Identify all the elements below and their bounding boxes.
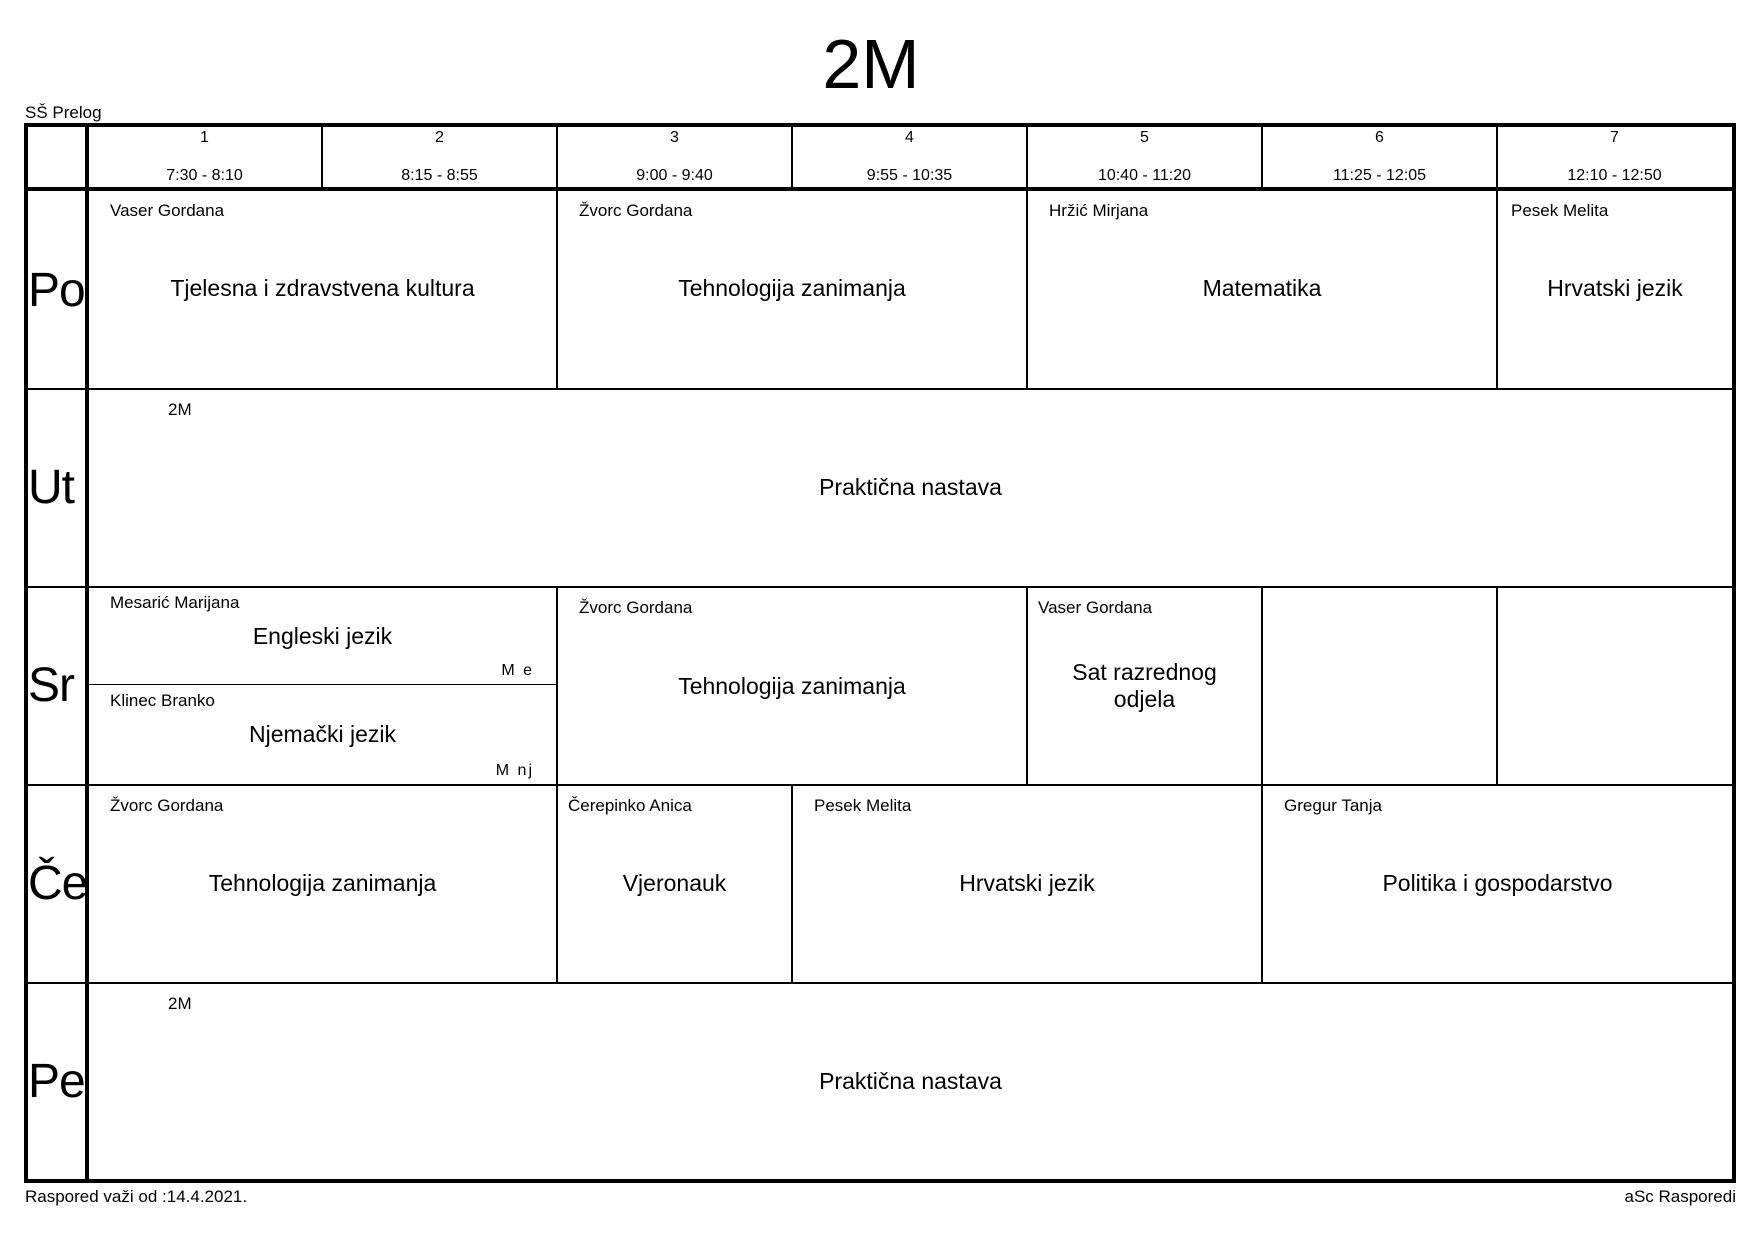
subject-name: Njemački jezik [249,721,396,747]
teacher-name: Žvorc Gordana [579,201,693,220]
grid-line [1496,587,1498,785]
subject-name: Vjeronauk [622,870,727,896]
period-number: 1 [200,129,209,146]
teacher-name: Pesek Melita [1511,201,1609,220]
day-label-ut: Ut [28,461,75,514]
grid-line [1026,189,1028,389]
period-time: 9:55 - 10:35 [866,167,953,184]
period-time: 7:30 - 8:10 [166,167,243,184]
grid-line [1496,123,1498,189]
teacher-name: Vaser Gordana [110,201,225,220]
lesson-cell: Pesek Melita Hrvatski jezik [1498,191,1732,388]
subject-name: Praktična nastava [819,474,1002,500]
teacher-name: Hržić Mirjana [1049,201,1149,220]
lesson-cell: Hržić Mirjana Matematika [1028,191,1496,388]
grid-line [556,785,558,983]
timetable-grid [24,123,1736,1183]
grid-line [24,586,1736,588]
lesson-cell: Žvorc Gordana Tehnologija zanimanja [558,588,1026,784]
teacher-name: Mesarić Marijana [110,593,240,612]
period-header-1: 1 7:30 - 8:10 [87,127,322,187]
lesson-cell: Pesek Melita Hrvatski jezik [793,786,1261,982]
valid-from-note: Raspored važi od :14.4.2021. [25,1187,248,1206]
period-number: 7 [1610,129,1619,146]
grid-line [24,187,1736,191]
period-header-6: 6 11:25 - 12:05 [1262,127,1497,187]
period-header-2: 2 8:15 - 8:55 [322,127,557,187]
lesson-cell: 2M Praktična nastava [89,390,1732,586]
subject-name: Matematika [1202,275,1322,301]
period-time: 8:15 - 8:55 [401,167,478,184]
grid-line [791,785,793,983]
subject-name: Tehnologija zanimanja [678,673,906,699]
grid-line [24,784,1736,786]
period-number: 2 [435,129,444,146]
subject-name: Sat razrednog [1072,659,1217,685]
timetable-title: 2M [822,25,920,103]
grid-line [1261,123,1263,189]
teacher-name: Žvorc Gordana [579,598,693,617]
school-name: SŠ Prelog [25,103,102,122]
subject-name: Hrvatski jezik [959,870,1095,896]
grid-line [24,388,1736,390]
grid-line [556,123,558,189]
period-number: 5 [1140,129,1149,146]
lesson-cell: Vaser Gordana Tjelesna i zdravstvena kul… [89,191,556,388]
subject-name: Praktična nastava [819,1068,1002,1094]
room-label: M e [501,662,534,679]
lesson-cell: Vaser Gordana Sat razrednog odjela [1028,588,1261,784]
grid-line [1026,123,1028,189]
lesson-cell: Čerepinko Anica Vjeronauk [558,786,791,982]
class-label: 2M [168,400,192,419]
lesson-cell: 2M Praktična nastava [89,984,1732,1179]
subject-name: Tehnologija zanimanja [208,870,437,896]
period-time: 10:40 - 11:20 [1097,167,1192,184]
grid-line [556,189,558,389]
grid-line [556,587,558,785]
grid-line [85,123,89,1183]
teacher-name: Pesek Melita [814,796,912,815]
grid-line [87,684,557,685]
period-time: 11:25 - 12:05 [1332,167,1427,184]
teacher-name: Vaser Gordana [1038,598,1153,617]
subject-name: Engleski jezik [252,623,393,649]
period-number: 3 [670,129,679,146]
grid-line [1261,587,1263,785]
day-label-po: Po [28,264,86,317]
lesson-cell: Žvorc Gordana Tehnologija zanimanja [558,191,1026,388]
room-label: M nj [495,762,534,779]
period-header-4: 4 9:55 - 10:35 [792,127,1027,187]
grid-line [1261,785,1263,983]
grid-line [24,982,1736,984]
teacher-name: Čerepinko Anica [568,796,692,815]
generator-brand: aSc Rasporedi [1624,1187,1736,1206]
period-time: 12:10 - 12:50 [1567,167,1662,184]
subject-name: Hrvatski jezik [1547,275,1683,301]
day-label-sr: Sr [28,659,75,712]
subject-name: Tehnologija zanimanja [678,275,906,301]
period-number: 4 [905,129,914,146]
period-number: 6 [1375,129,1384,146]
period-header-5: 5 10:40 - 11:20 [1027,127,1262,187]
teacher-name: Klinec Branko [110,691,215,710]
period-header-7: 7 12:10 - 12:50 [1497,127,1732,187]
period-header-3: 3 9:00 - 9:40 [557,127,792,187]
lesson-cell: Gregur Tanja Politika i gospodarstvo [1263,786,1732,982]
subject-name: odjela [1113,686,1176,712]
lesson-cell: Klinec Branko Njemački jezik M nj [89,685,556,784]
grid-line [791,123,793,189]
lesson-cell: Mesarić Marijana Engleski jezik M e [89,588,556,684]
period-time: 9:00 - 9:40 [636,167,713,184]
subject-name: Politika i gospodarstvo [1382,870,1613,896]
day-label-ce: Če [28,857,88,910]
grid-line [321,123,323,189]
day-label-pe: Pe [28,1055,86,1108]
teacher-name: Gregur Tanja [1284,796,1382,815]
subject-name: Tjelesna i zdravstvena kultura [170,275,475,301]
teacher-name: Žvorc Gordana [110,796,224,815]
class-label: 2M [168,994,192,1013]
grid-line [1496,189,1498,389]
lesson-cell: Žvorc Gordana Tehnologija zanimanja [89,786,556,982]
grid-line [1026,587,1028,785]
